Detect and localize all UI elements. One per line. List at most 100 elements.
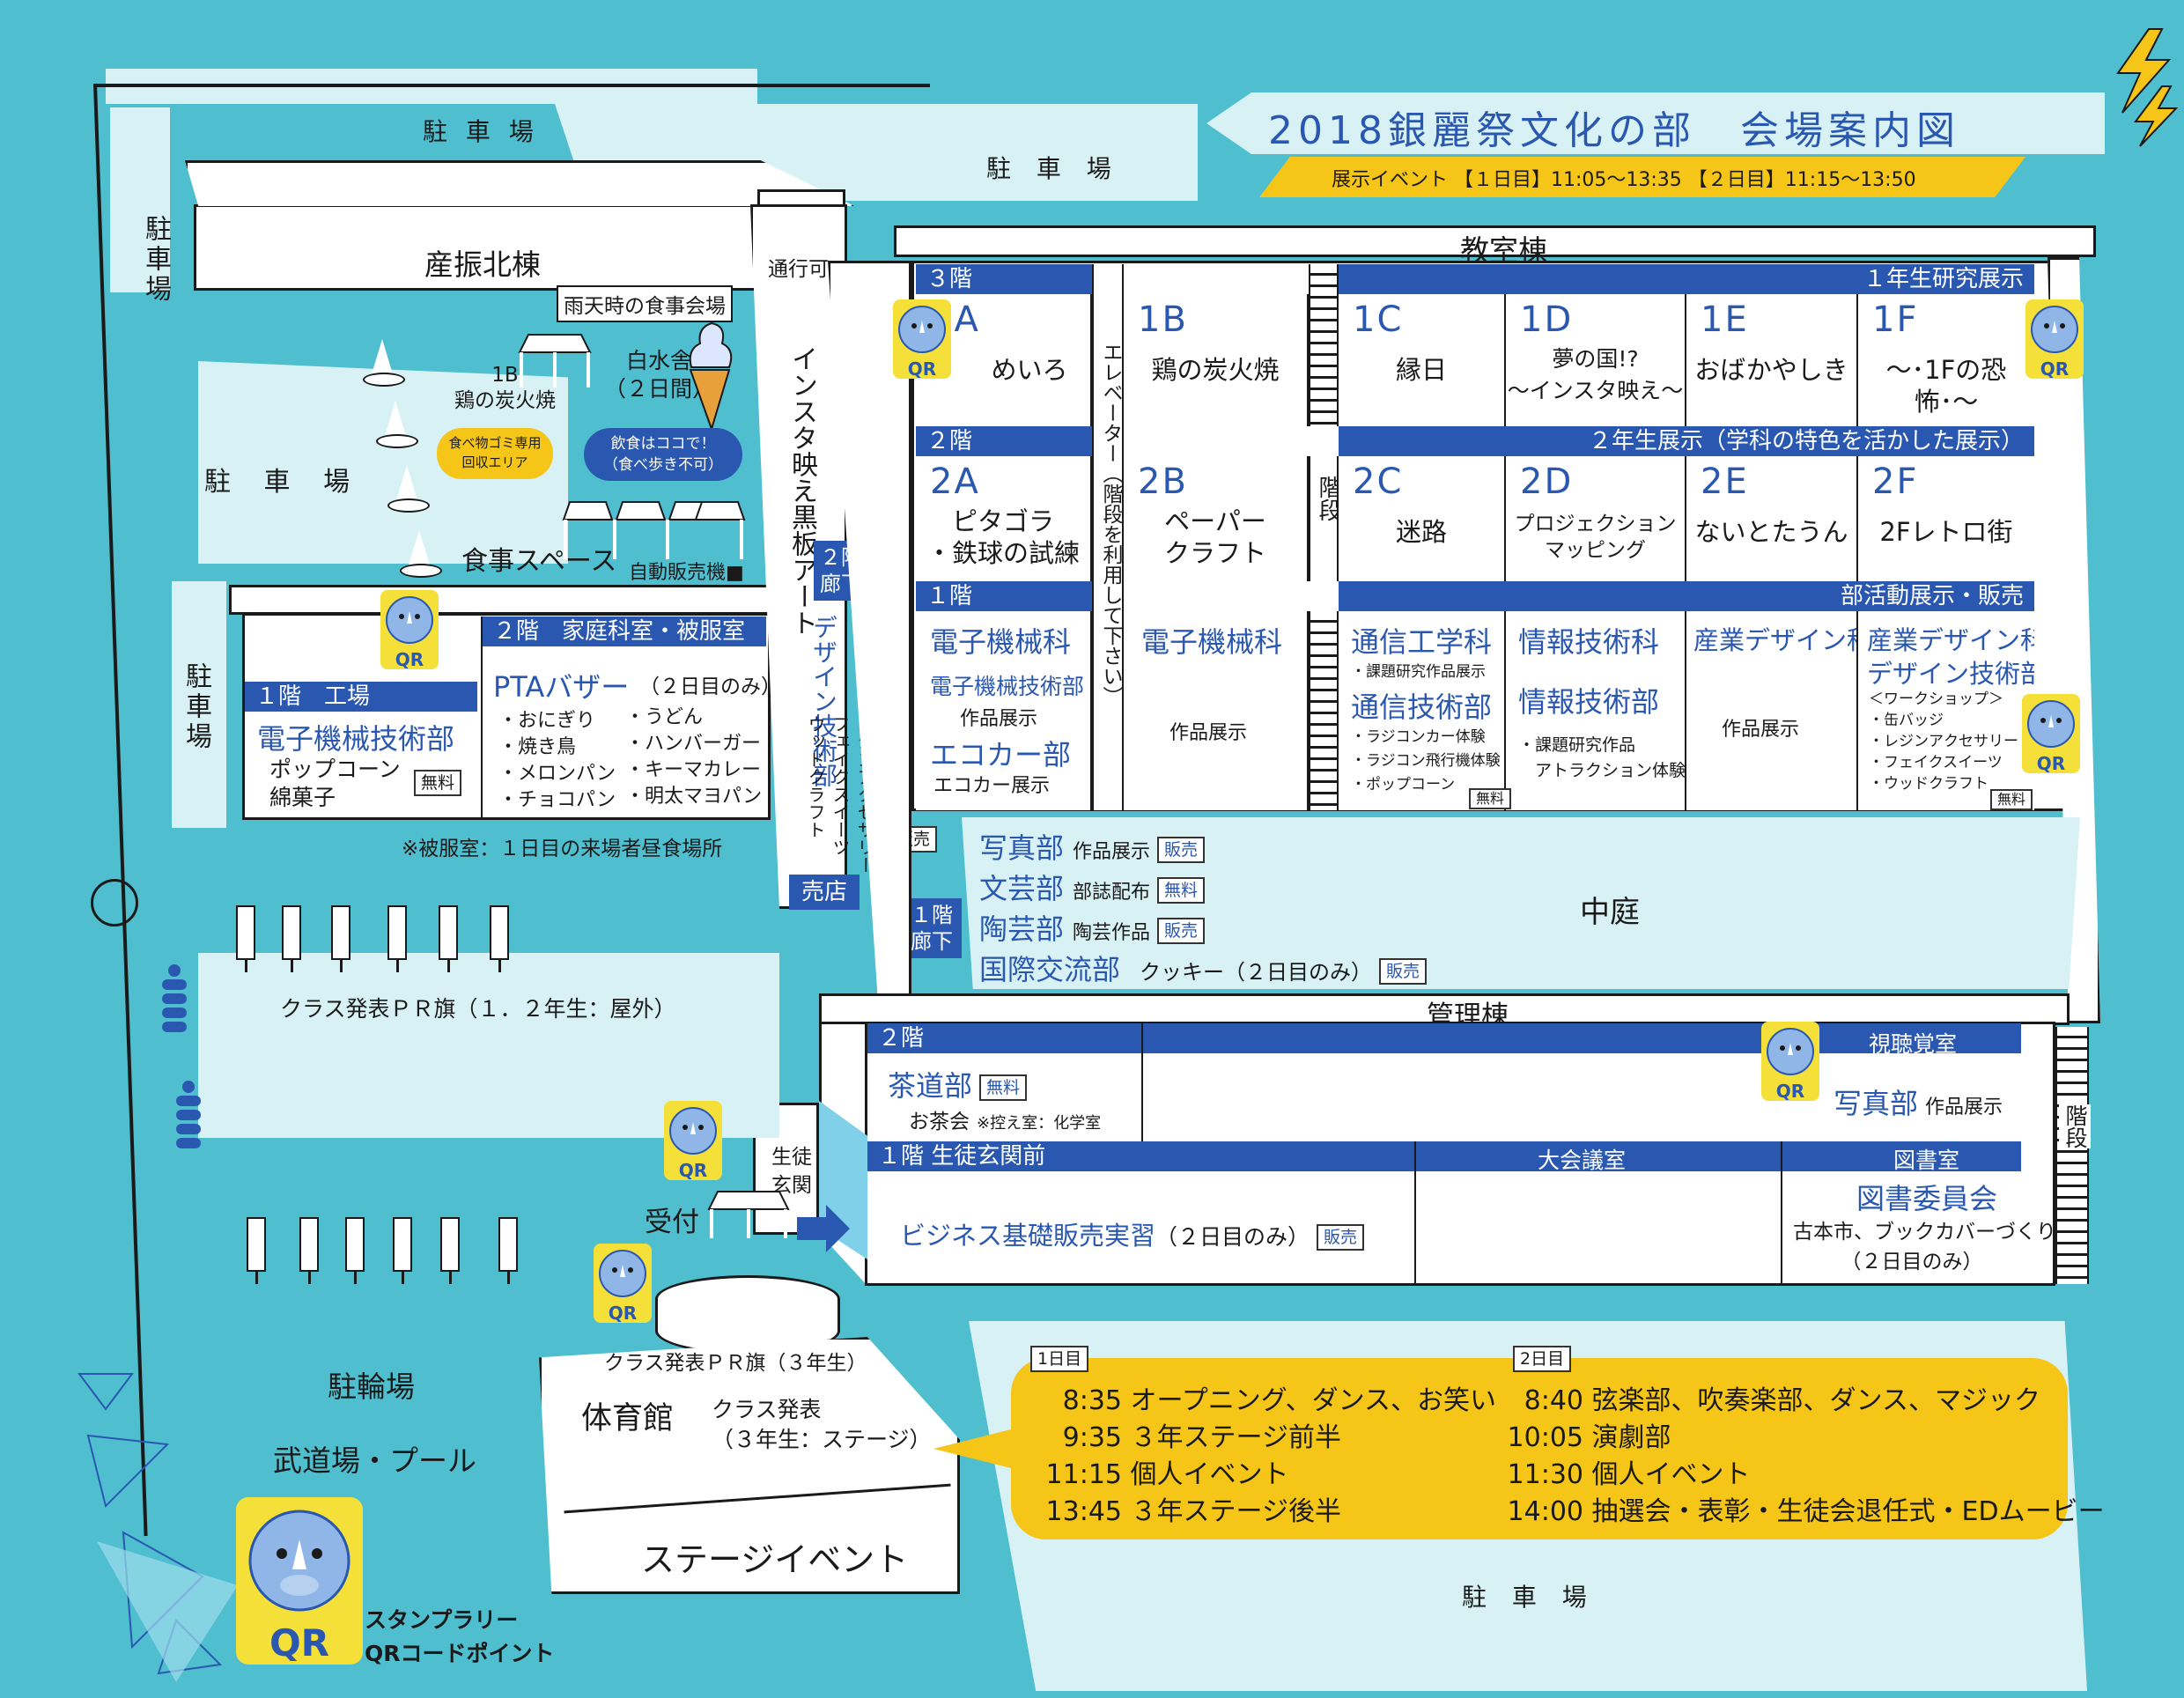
- admin-f1-div1: [1414, 1141, 1416, 1284]
- vending-label: 自動販売機■: [629, 562, 744, 584]
- pottery-club: 陶芸部陶芸作品販売: [979, 907, 1206, 948]
- north-building-label: 産振北棟: [424, 247, 541, 282]
- reception-tent-icon: [707, 1191, 790, 1238]
- parking-left2-label: 駐車場: [181, 662, 211, 752]
- intl-club: 国際交流部クッキー（２日目のみ）販売: [979, 948, 1428, 988]
- flags12-label: クラス発表ＰＲ旗（１．２年生：屋外）: [280, 996, 676, 1022]
- day2-tag: 2日目: [1513, 1346, 1572, 1372]
- floor-3-bar: ３階: [916, 264, 1092, 294]
- entrance-label: 生徒 玄関: [771, 1146, 812, 1197]
- room-1f-c[interactable]: 通信工学科 ・課題研究作品展示 通信技術部 ・ラジコンカー体験 ・ラジコン飛行機…: [1339, 611, 1506, 810]
- photo-club: 写真部作品展示販売: [979, 826, 1206, 867]
- floor-3-label: ３階: [926, 266, 973, 292]
- svg-text:QR: QR: [609, 1303, 637, 1324]
- stairs-mid: [1309, 456, 1339, 581]
- qr-mascot-icon[interactable]: QR: [590, 1242, 655, 1326]
- floor-1-label: １階: [926, 583, 973, 609]
- qr-mascot-icon[interactable]: QR: [660, 1099, 726, 1184]
- parking-left-label: 駐車場: [140, 215, 171, 305]
- room-1f[interactable]: 1F〜･1Fの恐怖･〜: [1858, 294, 2034, 426]
- parking-mid-label: 駐 車 場: [204, 467, 363, 498]
- room-1f-e[interactable]: 産業デザイン科 作品展示: [1686, 611, 1858, 810]
- north-building-roof: [185, 160, 854, 206]
- home-ec-building: [242, 613, 771, 820]
- flag-5: [439, 905, 458, 972]
- insta-board-label: インスタ映え黒板アート: [786, 345, 817, 636]
- meal-tents: [562, 501, 746, 559]
- lightning-icon: [2116, 28, 2179, 147]
- library-label: 図書室: [1893, 1148, 1960, 1173]
- home-ec-club: 電子機械技術部: [257, 722, 455, 756]
- room-1f-b[interactable]: 電子機械科 作品展示: [1124, 611, 1309, 810]
- comm-free-tag: 無料: [1469, 788, 1512, 809]
- av-room-label: 視聴覚室: [1869, 1031, 1958, 1057]
- svg-text:QR: QR: [2040, 358, 2069, 380]
- qr-mascot-icon[interactable]: QR: [1758, 1020, 1823, 1104]
- triangles-decoration: [77, 1373, 238, 1682]
- day1-item: 13:45 ３年ステージ後半: [1045, 1496, 1341, 1527]
- admin-f1-div2: [1781, 1141, 1782, 1284]
- stage-event-label: ステージイベント: [641, 1540, 909, 1579]
- popcorn-label: ポップコーン 綿菓子: [269, 757, 401, 810]
- svg-text:QR: QR: [679, 1160, 707, 1181]
- room-1f-d[interactable]: 情報技術科 情報技術部 ・課題研究作品 アトラクション体験: [1506, 611, 1686, 810]
- bicycle-parking-label: 駐輪場: [328, 1369, 415, 1404]
- qr-mascot-icon[interactable]: QR: [2018, 692, 2084, 777]
- gym-label: 体育館: [581, 1401, 675, 1436]
- qr-point-label: QRコードポイント: [365, 1641, 555, 1666]
- gate-circle: [91, 879, 138, 927]
- room-1f-f[interactable]: 産業デザイン科 デザイン技術部 ＜ワークショップ＞ ・缶バッジ ・レジンアクセサ…: [1858, 611, 2034, 810]
- pta-bazaar: PTAバザー: [493, 670, 630, 704]
- admin-stairs-label: 階段: [2059, 1104, 2091, 1148]
- pta-menu-right: ・うどん ・ハンバーガー ・キーマカレー ・明太マヨパン: [625, 706, 763, 808]
- day1-item: 11:15 個人イベント: [1045, 1459, 1289, 1490]
- library-committee-detail: 古本市、ブックカバーづくり （２日目のみ）: [1793, 1221, 2056, 1274]
- soft-serve-icon: [689, 321, 733, 432]
- crowd-icon-1: [162, 964, 187, 1032]
- qr-mascot-icon[interactable]: QR: [377, 588, 442, 673]
- admin-f2-divider: [1141, 1023, 1143, 1155]
- elevator: [1092, 264, 1124, 810]
- f1-corridor: １階 廊下: [902, 898, 962, 958]
- rainy-day-label: 雨天時の食事会場: [557, 285, 733, 322]
- parking-top-right-label: 駐 車 場: [986, 154, 1120, 183]
- room-1f-a[interactable]: 電子機械科 電子機械技術部 作品展示 エコカー部 エコカー展示: [916, 611, 1092, 810]
- flag-8: [299, 1217, 319, 1284]
- floor-2-bar: ２階: [916, 426, 1092, 456]
- floor-1-bar: １階: [916, 581, 1092, 611]
- stamp-rally-label: スタンプラリー: [365, 1607, 519, 1633]
- classroom-roof: [894, 225, 2096, 257]
- crowd-icon-2: [176, 1081, 201, 1148]
- parking-left2: [172, 581, 226, 828]
- stairs-bottom: [1309, 611, 1339, 810]
- flag-4: [387, 905, 407, 972]
- qr-mascot-icon[interactable]: QR: [2022, 298, 2087, 382]
- garbage-area: 食べ物ゴミ専用 回収エリア: [437, 428, 553, 479]
- design-club-label: デザイン技術部: [809, 615, 838, 787]
- svg-text:QR: QR: [2037, 753, 2065, 774]
- cone-1: [363, 339, 405, 387]
- admin-stairs: [2055, 1027, 2089, 1284]
- boundary-line-top: [93, 84, 930, 87]
- day2-item: 8:40 弦楽部、吹奏楽部、ダンス、マジック: [1524, 1385, 2040, 1416]
- flag-3: [331, 905, 350, 972]
- day1-tag: 1日目: [1030, 1346, 1089, 1372]
- stairs-top: [1309, 264, 1339, 426]
- home-ec-divider: [481, 616, 483, 817]
- home-ec-f2-title: ２階 家庭科室・被服室: [483, 616, 766, 646]
- qr-mascot-icon[interactable]: QR: [889, 298, 955, 382]
- parking-left: [110, 107, 170, 292]
- flag-6: [490, 905, 509, 972]
- shop-label: 売店: [789, 875, 860, 910]
